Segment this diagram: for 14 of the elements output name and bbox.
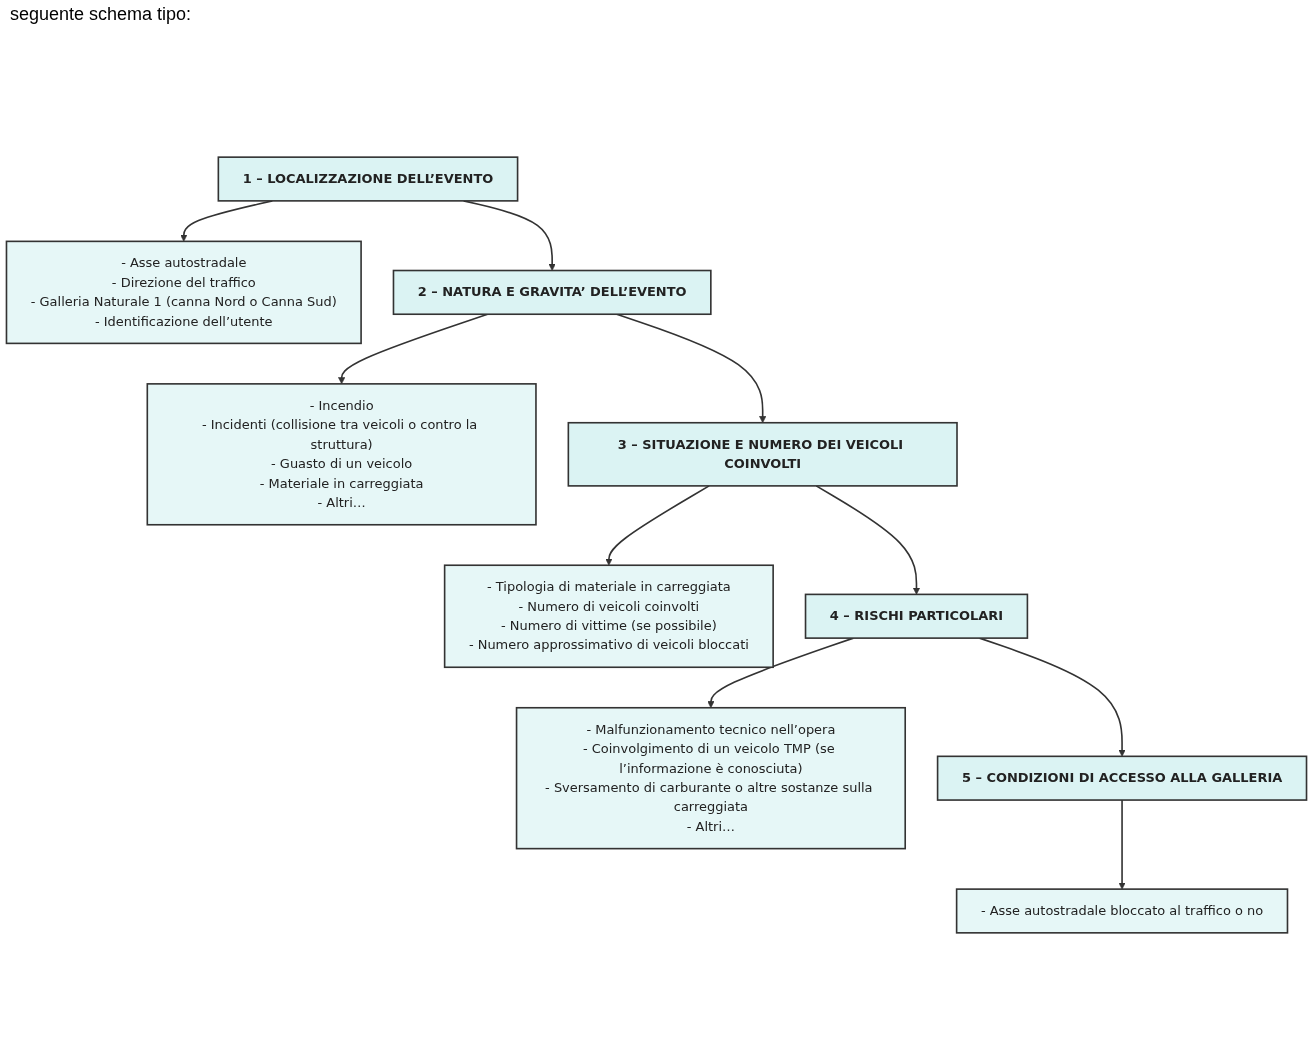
arrow [605,485,710,566]
node-box: - Incendio - Incidenti (collisione tra veicoli o contro la struttura) - Guasto di un veicolo - Materiale in carreggiata - Altri… [146,383,537,526]
node-box: - Malfunzionamento tecnico nell’opera - Coinvolgimento di un veicolo TMP (se l’informazione è conosciuta) - Sversamento di carburante o altre sostanze sulla carreggiata - Altri… [515,706,906,850]
arrow [815,485,921,595]
node-box: 3 – SITUAZIONE E NUMERO DEI VEICOLI COINVOLTI [567,421,958,487]
arrow [1118,799,1126,890]
node-box: 2 – NATURA E GRAVITA’ DELL’EVENTO [392,269,712,316]
node-box: - Asse autostradale bloccato al traffico o no [955,888,1289,934]
node-box: 1 – LOCALIZZAZIONE DELL’EVENTO [217,156,519,202]
node-box: 4 – RISCHI PARTICOLARI [804,593,1029,639]
node-box: - Tipologia di materiale in carreggiata - Numero di veicoli coinvolti - Numero di vittime (se possibile) - Numero approssimativo di veicoli bloccati [443,564,774,669]
node-box: 5 – CONDIZIONI DI ACCESSO ALLA GALLERIA [936,755,1308,801]
node-box: - Asse autostradale - Direzione del traffico - Galleria Naturale 1 (canna Nord o Canna Sud) - Identificazione dell’utente [5,240,362,345]
intro-text: seguente schema tipo: [10,4,193,25]
